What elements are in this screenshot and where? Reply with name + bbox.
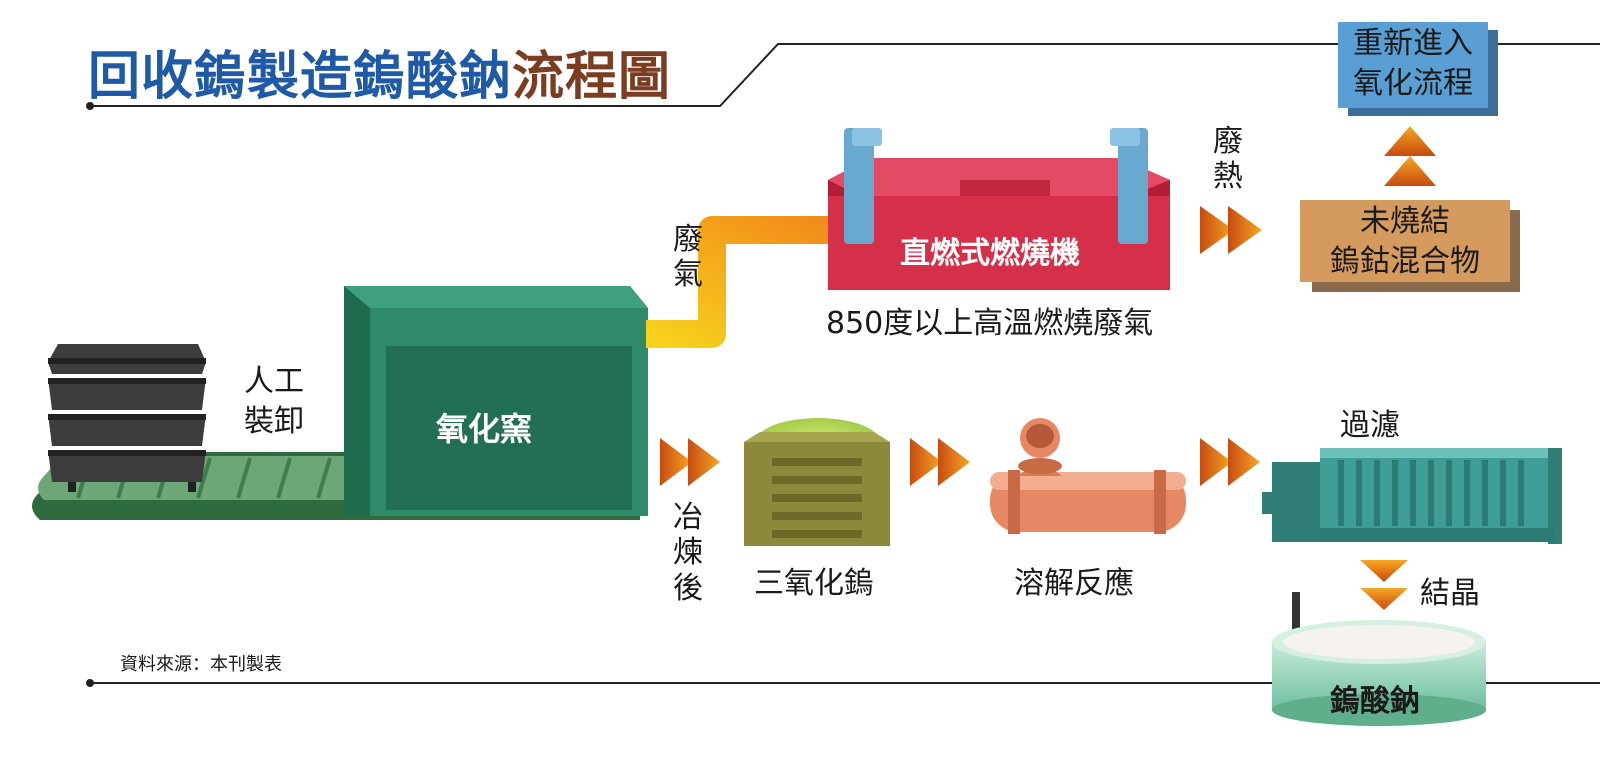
burner-label: 直燃式燃燒機 — [900, 236, 1080, 271]
source-note: 資料來源：本刊製表 — [120, 654, 282, 675]
waste-heat-label-char2: 熱 — [1213, 159, 1243, 195]
crystallize-label: 結晶 — [1420, 576, 1480, 611]
after-smelting-label-char2: 煉 — [673, 535, 703, 571]
page-title: 回收鎢製造鎢酸鈉流程圖 — [88, 34, 671, 109]
burn-note: 850度以上高溫燃燒廢氣 — [826, 306, 1154, 341]
product-label: 鎢酸鈉 — [1330, 684, 1420, 719]
after-smelting-label: 冶 煉 後 — [668, 500, 708, 606]
waste-heat-label-char1: 廢 — [1213, 124, 1243, 159]
unsintered-label: 未燒結 鎢鈷混合物 — [1300, 202, 1510, 282]
up-arrows — [1384, 126, 1436, 186]
unsintered-label-line2: 鎢鈷混合物 — [1330, 244, 1480, 279]
title-part1: 回收鎢製造鎢酸鈉 — [88, 47, 513, 107]
filter-label: 過濾 — [1340, 408, 1400, 443]
header-rule — [86, 43, 1600, 110]
unsintered-box — [1300, 200, 1520, 292]
manual-label: 人工 裝卸 — [226, 362, 322, 442]
reenter-label: 重新進入 氧化流程 — [1338, 24, 1488, 104]
unsintered-label-line1: 未燒結 — [1360, 204, 1450, 239]
manual-label-line2: 裝卸 — [244, 404, 304, 439]
dissolution-reactor — [990, 418, 1186, 534]
crystallize-arrows — [1360, 560, 1408, 610]
filter-press — [1262, 448, 1562, 544]
tray-stack — [48, 344, 206, 492]
smelting-arrows — [660, 438, 720, 486]
after-smelting-label-char1: 冶 — [673, 500, 703, 535]
product-tub — [1272, 592, 1486, 726]
waste-heat-label: 廢 熱 — [1208, 124, 1248, 195]
reenter-label-line1: 重新進入 — [1353, 26, 1473, 61]
exhaust-label-char1: 廢 — [673, 222, 703, 257]
wo3-label: 三氧化鎢 — [754, 566, 874, 601]
oxidation-kiln — [344, 286, 648, 516]
waste-heat-arrows — [1200, 206, 1262, 254]
manual-label-line1: 人工 — [244, 364, 304, 399]
wo3-crate — [744, 418, 890, 546]
burner-machine — [828, 128, 1170, 290]
dissolve-label: 溶解反應 — [1014, 566, 1134, 601]
title-part2: 流程圖 — [512, 47, 672, 107]
after-smelting-label-char3: 後 — [673, 570, 703, 606]
exhaust-pipe — [646, 216, 846, 348]
reenter-label-line2: 氧化流程 — [1353, 66, 1473, 101]
reenter-box — [1338, 22, 1498, 116]
exhaust-label-char2: 氣 — [673, 257, 703, 293]
filter-arrows — [1200, 438, 1260, 486]
exhaust-label: 廢 氣 — [668, 222, 708, 293]
kiln-label: 氧化窯 — [436, 410, 533, 448]
wo3-arrows — [910, 438, 970, 486]
